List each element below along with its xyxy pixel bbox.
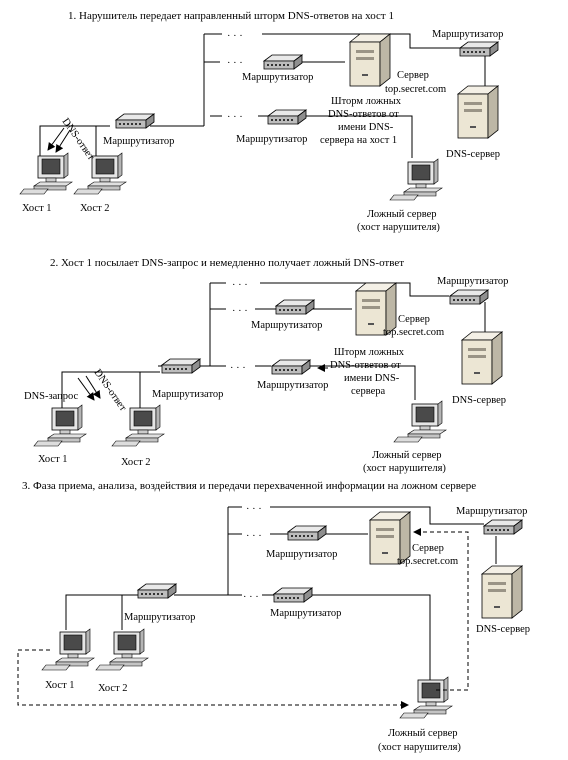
fake-server-sublabel: (хост нарушителя) bbox=[357, 222, 440, 233]
host2-icon bbox=[73, 152, 127, 195]
host1-icon bbox=[19, 152, 73, 195]
ellipsis: · · · bbox=[232, 280, 248, 291]
router-top-label: Маршрутизатор bbox=[242, 72, 313, 83]
router-main-label: Маршрутизатор bbox=[103, 136, 174, 147]
ellipsis: · · · bbox=[227, 31, 243, 42]
section-2-caption: 2. Хост 1 посылает DNS-запрос и немедлен… bbox=[50, 257, 404, 269]
host2-label: Хост 2 bbox=[121, 457, 151, 468]
router-main bbox=[115, 113, 155, 129]
dns-server-label: DNS-сервер bbox=[476, 624, 530, 635]
host2-label: Хост 2 bbox=[98, 683, 128, 694]
section-1-caption: 1. Нарушитель передает направленный штор… bbox=[68, 10, 394, 22]
storm-line-4: сервера на хост 1 bbox=[320, 135, 397, 146]
host2-icon bbox=[95, 628, 149, 671]
router-main bbox=[137, 583, 177, 599]
host1-icon bbox=[33, 404, 87, 447]
ellipsis: · · · bbox=[227, 58, 243, 69]
router-main bbox=[161, 358, 201, 374]
dns-server-icon bbox=[481, 565, 523, 619]
section-3: 3. Фаза приема, анализа, воздействия и п… bbox=[17, 480, 530, 753]
router-right-label: Маршрутизатор bbox=[437, 276, 508, 287]
router-mid bbox=[271, 359, 311, 375]
storm-line-1: Шторм ложных bbox=[334, 347, 405, 358]
router-mid-label: Маршрутизатор bbox=[257, 380, 328, 391]
dns-request-label: DNS-запрос bbox=[24, 391, 79, 402]
router-right-label: Маршрутизатор bbox=[456, 506, 527, 517]
storm-line-1: Шторм ложных bbox=[331, 96, 402, 107]
fake-server-label: Ложный сервер bbox=[388, 728, 458, 739]
ellipsis: · · · bbox=[230, 363, 246, 374]
server-label: Сервер bbox=[397, 70, 429, 81]
router-main-label: Маршрутизатор bbox=[152, 389, 223, 400]
router-right bbox=[449, 289, 489, 305]
dns-reply-label: DNS-ответ bbox=[92, 367, 129, 413]
dns-server-label: DNS-сервер bbox=[446, 149, 500, 160]
fake-server-icon bbox=[389, 158, 443, 201]
server-label: Сервер bbox=[398, 314, 430, 325]
storm-line-3: имени DNS- bbox=[338, 122, 394, 133]
router-right bbox=[459, 41, 499, 57]
router-mid-label: Маршрутизатор bbox=[270, 608, 341, 619]
storm-line-3: имени DNS- bbox=[344, 373, 400, 384]
router-top-label: Маршрутизатор bbox=[266, 549, 337, 560]
router-top bbox=[275, 299, 315, 315]
router-right-label: Маршрутизатор bbox=[432, 29, 503, 40]
ellipsis: · · · bbox=[246, 531, 262, 542]
fake-server-icon bbox=[393, 400, 447, 443]
server-host-label: top.secret.com bbox=[385, 84, 446, 95]
section-2: 2. Хост 1 посылает DNS-запрос и немедлен… bbox=[24, 257, 508, 474]
fake-server-label: Ложный сервер bbox=[372, 450, 442, 461]
ellipsis: · · · bbox=[227, 112, 243, 123]
section-1: 1. Нарушитель передает направленный штор… bbox=[19, 10, 503, 233]
server-host-label: top.secret.com bbox=[397, 556, 458, 567]
router-main-label: Маршрутизатор bbox=[124, 612, 195, 623]
dns-server-icon bbox=[461, 331, 503, 385]
router-mid bbox=[267, 109, 307, 125]
host1-label: Хост 1 bbox=[45, 680, 75, 691]
ellipsis: · · · bbox=[246, 504, 262, 515]
fake-server-label: Ложный сервер bbox=[367, 209, 437, 220]
fake-server-sublabel: (хост нарушителя) bbox=[378, 742, 461, 753]
host1-label: Хост 1 bbox=[38, 454, 68, 465]
host2-label: Хост 2 bbox=[80, 203, 110, 214]
fake-server-sublabel: (хост нарушителя) bbox=[363, 463, 446, 474]
storm-line-4: сервера bbox=[351, 386, 386, 397]
storm-line-2: DNS-ответов от bbox=[328, 109, 399, 120]
server-host-label: top.secret.com bbox=[383, 327, 444, 338]
ellipsis: · · · bbox=[232, 306, 248, 317]
fake-server-icon bbox=[399, 676, 453, 719]
dns-server-icon bbox=[457, 85, 499, 139]
section-3-caption: 3. Фаза приема, анализа, воздействия и п… bbox=[22, 480, 476, 492]
dns-server-label: DNS-сервер bbox=[452, 395, 506, 406]
host1-label: Хост 1 bbox=[22, 203, 52, 214]
server-icon bbox=[349, 33, 391, 87]
router-top-label: Маршрутизатор bbox=[251, 320, 322, 331]
ellipsis: · · · bbox=[243, 592, 259, 603]
router-mid-label: Маршрутизатор bbox=[236, 134, 307, 145]
router-right bbox=[483, 519, 523, 535]
server-label: Сервер bbox=[412, 543, 444, 554]
router-top bbox=[287, 525, 327, 541]
router-mid bbox=[273, 587, 313, 603]
storm-line-2: DNS-ответов от bbox=[330, 360, 401, 371]
router-top bbox=[263, 54, 303, 70]
